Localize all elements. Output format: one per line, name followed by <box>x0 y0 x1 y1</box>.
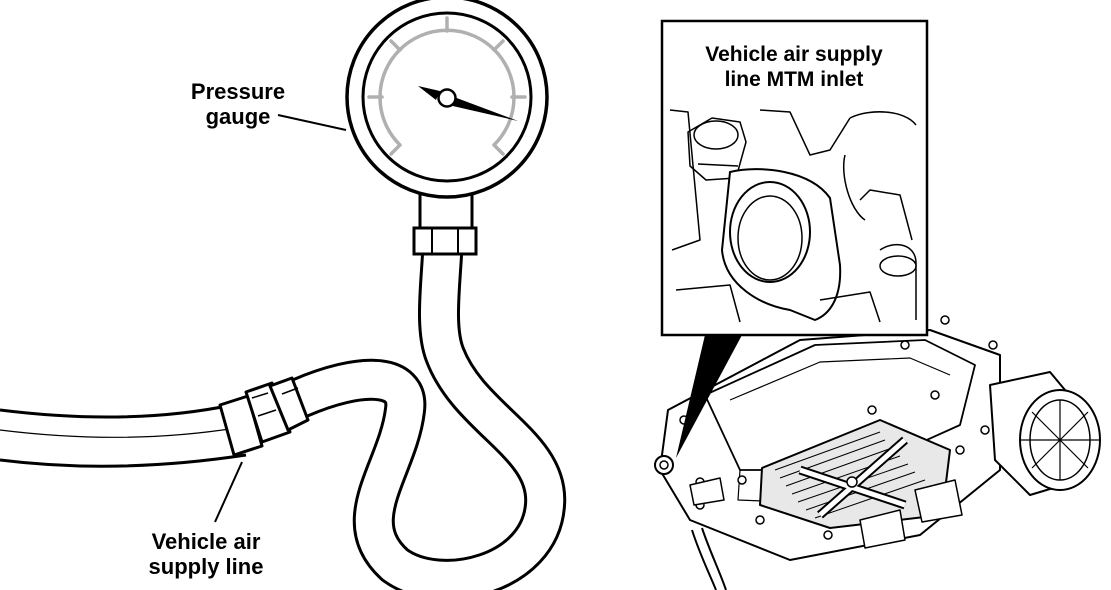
inset-detail <box>660 19 929 337</box>
mtm-inlet-label-line1: Vehicle air supply <box>705 43 883 66</box>
vehicle-air-supply-line <box>0 403 247 468</box>
leader-pressure-gauge <box>277 114 347 131</box>
leader-supply-line <box>214 461 243 523</box>
hose-coupling <box>218 376 310 457</box>
mtm-inlet-label: Vehicle air supply line MTM inlet <box>672 42 916 92</box>
gauge-hose <box>279 234 567 590</box>
pressure-gauge-label: Pressure gauge <box>168 79 308 129</box>
mtm-module-assembly <box>654 315 1101 590</box>
supply-line-label: Vehicle air supply line <box>136 529 276 579</box>
gauge-needle <box>418 86 518 121</box>
pressure-gauge-label-line2: gauge <box>205 104 271 129</box>
gauge-ticks <box>367 16 527 156</box>
supply-line-label-line2: supply line <box>148 554 264 579</box>
inset-pointer <box>676 335 742 458</box>
pressure-gauge <box>345 0 549 256</box>
pressure-gauge-label-line1: Pressure <box>190 79 286 104</box>
supply-line-label-line1: Vehicle air <box>151 529 261 554</box>
inset-drawing <box>669 109 917 323</box>
mtm-inlet-label-line2: line MTM inlet <box>724 68 864 91</box>
